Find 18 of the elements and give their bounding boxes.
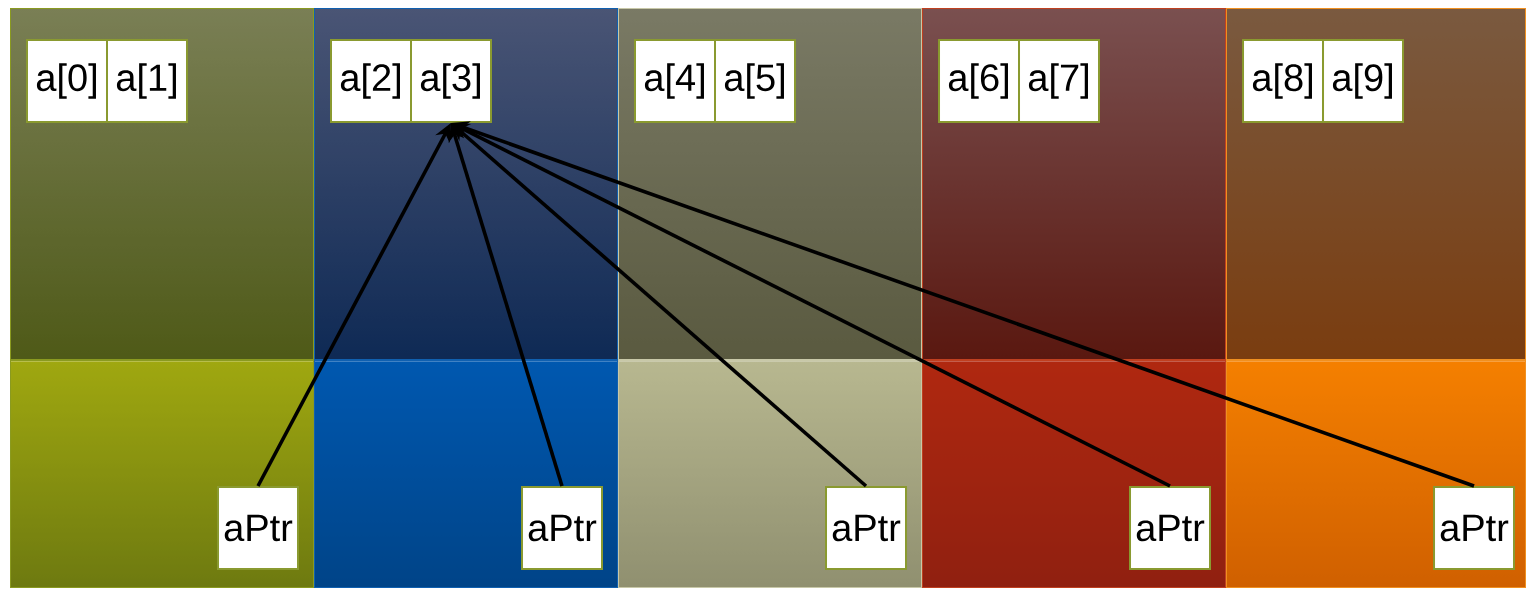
column-panel (618, 360, 922, 588)
pointer-box: aPtr (1129, 486, 1211, 570)
pointer-box: aPtr (217, 486, 299, 570)
array-cell: a[3] (410, 39, 492, 123)
array-cell: a[6] (938, 39, 1020, 123)
pointer-box: aPtr (1433, 486, 1515, 570)
array-cell: a[2] (330, 39, 412, 123)
column-panel (314, 360, 618, 588)
array-cell: a[7] (1018, 39, 1100, 123)
column-panel (10, 360, 314, 588)
array-cell: a[1] (106, 39, 188, 123)
array-cell: a[0] (26, 39, 108, 123)
array-cell: a[9] (1322, 39, 1404, 123)
pointer-box: aPtr (825, 486, 907, 570)
array-cell: a[4] (634, 39, 716, 123)
pointer-box: aPtr (521, 486, 603, 570)
array-cell: a[5] (714, 39, 796, 123)
array-cell: a[8] (1242, 39, 1324, 123)
